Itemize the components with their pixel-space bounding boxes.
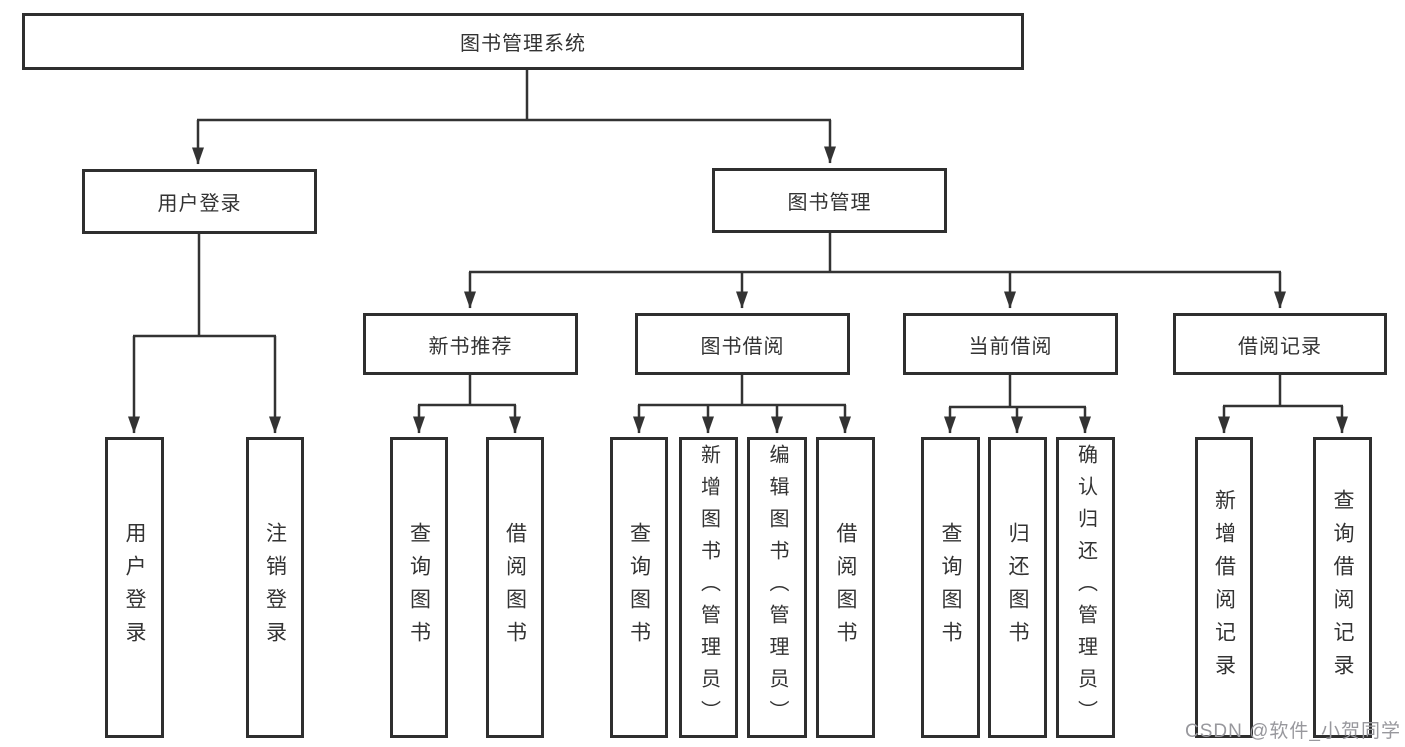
node-user-login: 用户登录	[82, 169, 317, 234]
node-borrowing-records-label: 借阅记录	[1238, 335, 1322, 358]
csdn-watermark: CSDN @软件_小贺同学	[1185, 721, 1401, 742]
leaf-borrow-book-label: 借阅图书	[834, 521, 857, 654]
edges-root	[192, 69, 836, 165]
node-book-management-label: 图书管理	[787, 192, 872, 214]
node-book-borrowing: 图书借阅	[635, 313, 850, 375]
leaf-add-book-admin-label: 新增图书（管理员）	[697, 443, 720, 732]
leaf-query-borrow-record: 查询借阅记录	[1313, 437, 1372, 738]
node-book-borrowing-label: 图书借阅	[700, 335, 785, 358]
edges-book-borrow	[633, 375, 851, 434]
node-new-book-recommendation: 新书推荐	[363, 313, 578, 375]
edges-borrow-record	[1218, 375, 1348, 434]
leaf-query-book-borrow-label: 查询图书	[627, 521, 651, 654]
leaf-query-book-recommend: 查询图书	[390, 437, 448, 738]
leaf-confirm-return-admin-label: 确认归还（管理员）	[1074, 443, 1097, 732]
node-current-borrowing-label: 当前借阅	[968, 335, 1053, 358]
edges-new-book	[413, 375, 521, 434]
edges-user-login	[128, 234, 281, 434]
leaf-return-book-label: 归还图书	[1006, 521, 1029, 654]
leaf-query-book-current-label: 查询图书	[939, 521, 962, 654]
leaf-confirm-return-admin: 确认归还（管理员）	[1056, 437, 1115, 738]
leaf-user-login: 用户登录	[105, 437, 164, 738]
leaf-borrow-book: 借阅图书	[816, 437, 875, 738]
node-new-book-recommendation-label: 新书推荐	[428, 335, 513, 358]
leaf-add-borrow-record: 新增借阅记录	[1195, 437, 1253, 738]
leaf-add-borrow-record-label: 新增借阅记录	[1212, 488, 1236, 687]
node-user-login-label: 用户登录	[157, 193, 242, 215]
node-root-system: 图书管理系统	[22, 13, 1024, 70]
leaf-query-book-current: 查询图书	[921, 437, 980, 738]
node-book-management: 图书管理	[712, 168, 947, 233]
leaf-return-book: 归还图书	[988, 437, 1047, 738]
leaf-logout: 注销登录	[246, 437, 304, 738]
edges-book-mgmt	[464, 233, 1286, 309]
leaf-query-book-recommend-label: 查询图书	[407, 521, 431, 654]
leaf-add-book-admin: 新增图书（管理员）	[679, 437, 738, 738]
leaf-borrow-book-recommend-label: 借阅图书	[503, 521, 527, 654]
leaf-edit-book-admin: 编辑图书（管理员）	[747, 437, 807, 738]
leaf-logout-label: 注销登录	[263, 521, 287, 654]
leaf-query-borrow-record-label: 查询借阅记录	[1331, 488, 1354, 687]
leaf-borrow-book-recommend: 借阅图书	[486, 437, 544, 738]
node-root-label: 图书管理系统	[460, 33, 586, 55]
leaf-edit-book-admin-label: 编辑图书（管理员）	[766, 443, 788, 732]
leaf-user-login-label: 用户登录	[123, 521, 146, 654]
leaf-query-book-borrow: 查询图书	[610, 437, 668, 738]
node-borrowing-records: 借阅记录	[1173, 313, 1387, 375]
edges-current-borrow	[944, 375, 1091, 434]
node-current-borrowing: 当前借阅	[903, 313, 1118, 375]
